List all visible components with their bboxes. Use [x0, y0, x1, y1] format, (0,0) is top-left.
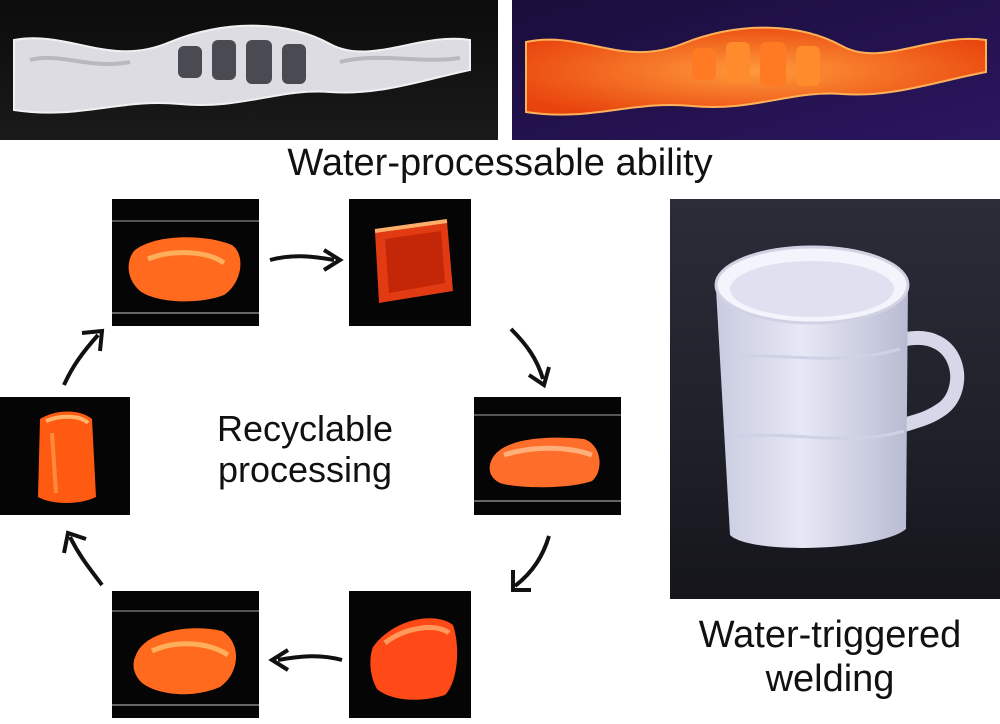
- processing-line: processing: [217, 449, 393, 491]
- water-triggered-welding-caption: Water-triggered welding: [660, 614, 1000, 701]
- glowing-ladder-photo: [512, 0, 1000, 140]
- arrow-down-right: [509, 327, 551, 389]
- water-processable-caption: Water-processable ability: [287, 142, 713, 184]
- cycle-photo-chunk: [349, 591, 471, 718]
- water-triggered-line: Water-triggered: [698, 614, 962, 656]
- arrow-right-top: [269, 248, 344, 272]
- cycle-photo-slab: [474, 397, 621, 515]
- cycle-photo-cylinder: [0, 397, 130, 515]
- cycle-photo-block: [349, 199, 471, 326]
- recyclable-processing-caption: Recyclable processing: [170, 408, 440, 491]
- arrow-up-left: [62, 530, 104, 587]
- white-mug-photo: [670, 199, 1000, 599]
- cycle-photo-folded: [112, 591, 259, 718]
- recyclable-line: Recyclable: [216, 408, 394, 449]
- arrow-up-right: [62, 328, 105, 386]
- white-ladder-photo: [0, 0, 498, 140]
- arrow-down-left: [511, 535, 551, 592]
- arrow-left-bottom: [268, 648, 343, 672]
- welding-line: welding: [765, 657, 895, 700]
- cycle-photo-lump: [112, 199, 259, 326]
